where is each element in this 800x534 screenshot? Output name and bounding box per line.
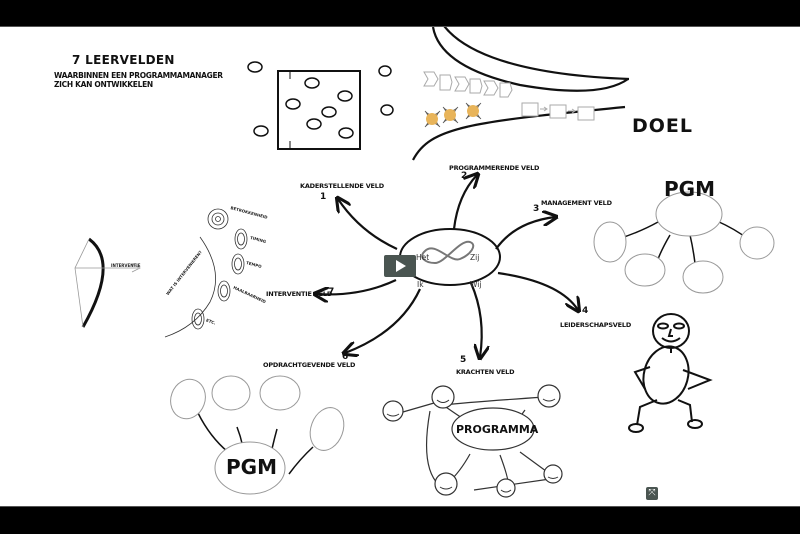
arrow-2 [452, 175, 477, 230]
intervention-targets [164, 208, 248, 338]
field-label-3: MANAGEMENT VELD [541, 199, 612, 207]
leader-figure-icon [628, 313, 713, 433]
center-label-het: Het [416, 253, 430, 262]
video-frame: 7 LEERVELDEN WAARBINNEN EEN PROGRAMMAMAN… [0, 27, 800, 506]
page-subtitle-line1: WAARBINNEN EEN PROGRAMMAMANAGER [54, 71, 223, 80]
funnel-icon [412, 27, 630, 161]
goal-label: DOEL [632, 115, 694, 137]
arrow-3 [495, 217, 555, 250]
field-number-5: 5 [460, 355, 467, 365]
field-number-6: 6 [342, 352, 349, 362]
center-label-zij: Zij [470, 253, 480, 262]
page-subtitle-line2: ZICH KAN ONTWIKKELEN [54, 80, 153, 89]
field-number-1: 1 [320, 192, 327, 202]
field-number-7: 7 [328, 287, 335, 297]
smiley-faces [386, 398, 559, 493]
arrow-6 [345, 288, 421, 353]
field-label-1: KADERSTELLENDE VELD [300, 182, 384, 190]
fullscreen-icon: ⤧ [648, 488, 656, 498]
pgm-right-diagram [593, 191, 775, 294]
programma-label: PROGRAMMA [456, 423, 539, 436]
programma-network [382, 384, 563, 498]
field-label-4: LEIDERSCHAPSVELD [560, 321, 632, 329]
bow-arrow-icon [74, 237, 141, 328]
framework-square-icon [247, 61, 394, 150]
infinity-loop-icon [421, 240, 475, 265]
field-number-2: 2 [461, 171, 468, 181]
pgm-left-diagram [170, 375, 345, 495]
arrow-1 [338, 199, 398, 250]
sketch-canvas [74, 27, 775, 498]
arrow-5 [469, 282, 482, 357]
field-label-5: KRACHTEN VELD [456, 368, 515, 376]
fullscreen-button[interactable]: ⤧ [646, 487, 658, 500]
arrow-7 [316, 279, 397, 294]
arrow-4 [497, 271, 578, 310]
field-label-7: INTERVENTIE VELD [266, 290, 333, 298]
field-label-6: OPDRACHTGEVENDE VELD [263, 361, 356, 369]
field-number-4: 4 [582, 306, 589, 316]
play-button[interactable] [384, 255, 416, 277]
pgm-left-label: PGM [226, 455, 277, 479]
letterbox-bottom [0, 506, 800, 534]
page-title: 7 LEERVELDEN [72, 53, 175, 67]
bow-label: INTERVENTIE [111, 263, 141, 268]
center-label-ik: Ik [417, 280, 424, 289]
field-label-2: PROGRAMMERENDE VELD [449, 164, 540, 172]
field-arrows [316, 175, 578, 357]
letterbox-top [0, 0, 800, 27]
field-number-3: 3 [533, 204, 540, 214]
pgm-right-label: PGM [664, 177, 715, 201]
center-label-wij: Wij [470, 280, 482, 289]
